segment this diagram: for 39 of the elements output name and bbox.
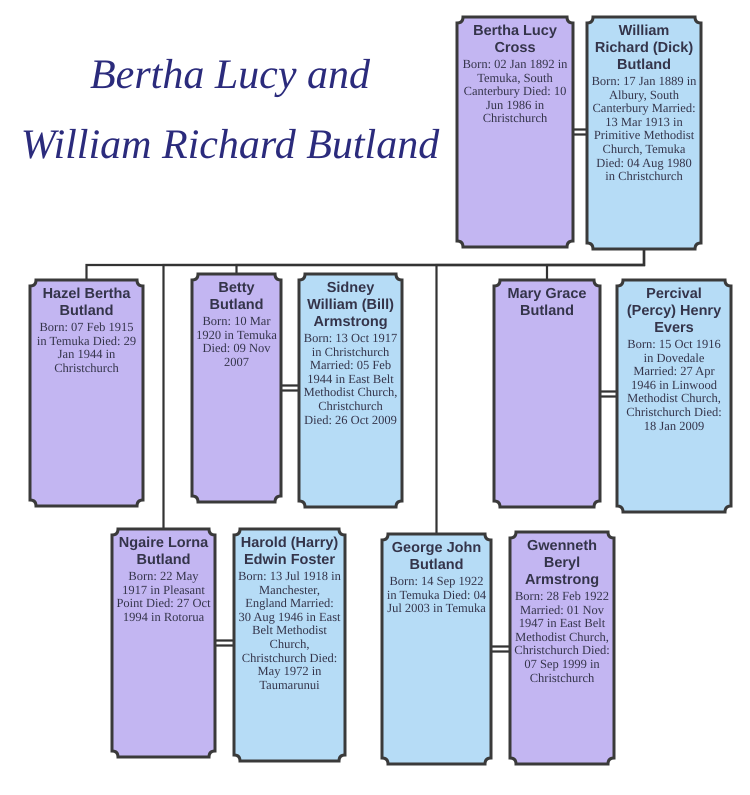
marriage-line [490,645,510,653]
person-name: Mary Grace Butland [506,286,588,320]
person-card [585,15,703,251]
person-card [455,15,575,249]
life-details: Born: 10 Mar 1920 in Temuka Died: 09 Nov 2007 [196,315,277,370]
person-name: William Richard (Dick) Butland [594,23,694,74]
life-details: Born: 17 Jan 1889 in Albury, South Canterbury Married: 13 Mar 1913 in Primitive Methodist Church, Temuka Died: 04 Aug 1980 in Christchurch [591,75,697,184]
person-name: Harold (Harry) Edwin Foster [240,535,340,569]
life-details: Born: 02 Jan 1892 in Temuka, South Canterbury Died: 10 Jun 1986 in Christchurch [462,58,568,126]
life-details: Born: 14 Sep 1922 in Temuka Died: 04 Jul 2003 in Temuka [386,575,487,616]
marriage-line [214,639,234,647]
person-card [232,527,347,763]
marriage-line [280,384,300,392]
person-card [297,272,404,509]
person-card [492,278,602,509]
person-card [615,278,733,514]
descent-line [546,250,646,279]
marriage-line [572,128,588,136]
title: Bertha Lucy and William Richard Butland [20,51,440,170]
person-name: George John Butland [390,540,482,574]
person-name: Hazel Bertha Butland [42,286,132,320]
person-card [380,532,493,766]
life-details: Born: 07 Feb 1915 in Temuka Died: 29 Jan 1944 in Christchurch [36,321,138,376]
person-name: Sidney William (Bill) Armstrong [306,280,395,331]
person-card [190,272,283,504]
person-name: Percival (Percy) Henry Evers [626,286,722,337]
marriage-line [600,390,618,398]
life-details: Born: 28 Feb 1922 Married: 01 Nov 1947 in East Belt Methodist Church, Christchurch Died: 07 Sep 1999 in Christchurch [514,590,610,686]
person-card [28,278,145,508]
life-details: Born: 22 May 1917 in Pleasant Point Died: 27 Oct 1994 in Rotorua [116,570,211,624]
person-name: Bertha Lucy Cross [472,23,558,57]
life-details: Born: 13 Jul 1918 in Manchester, England Married: 30 Aug 1946 in East Belt Methodist Church, Christchurch Died: May 1972 in Taumarunui [238,570,341,692]
life-details: Born: 13 Oct 1917 in Christchurch Married: 05 Feb 1944 in East Belt Methodist Church, Christchurch Died: 26 Oct 2009 [303,332,398,428]
person-name: Betty Butland [208,280,264,314]
person-card [508,530,616,766]
life-details: Born: 15 Oct 1916 in Dovedale Married: 27 Apr 1946 in Linwood Methodist Church, Christchurch Died: 18 Jan 2009 [625,338,723,434]
person-card [110,527,217,759]
person-name: Ngaire Lorna Butland [118,535,210,569]
person-name: Gwenneth Beryl Armstrong [524,538,600,589]
